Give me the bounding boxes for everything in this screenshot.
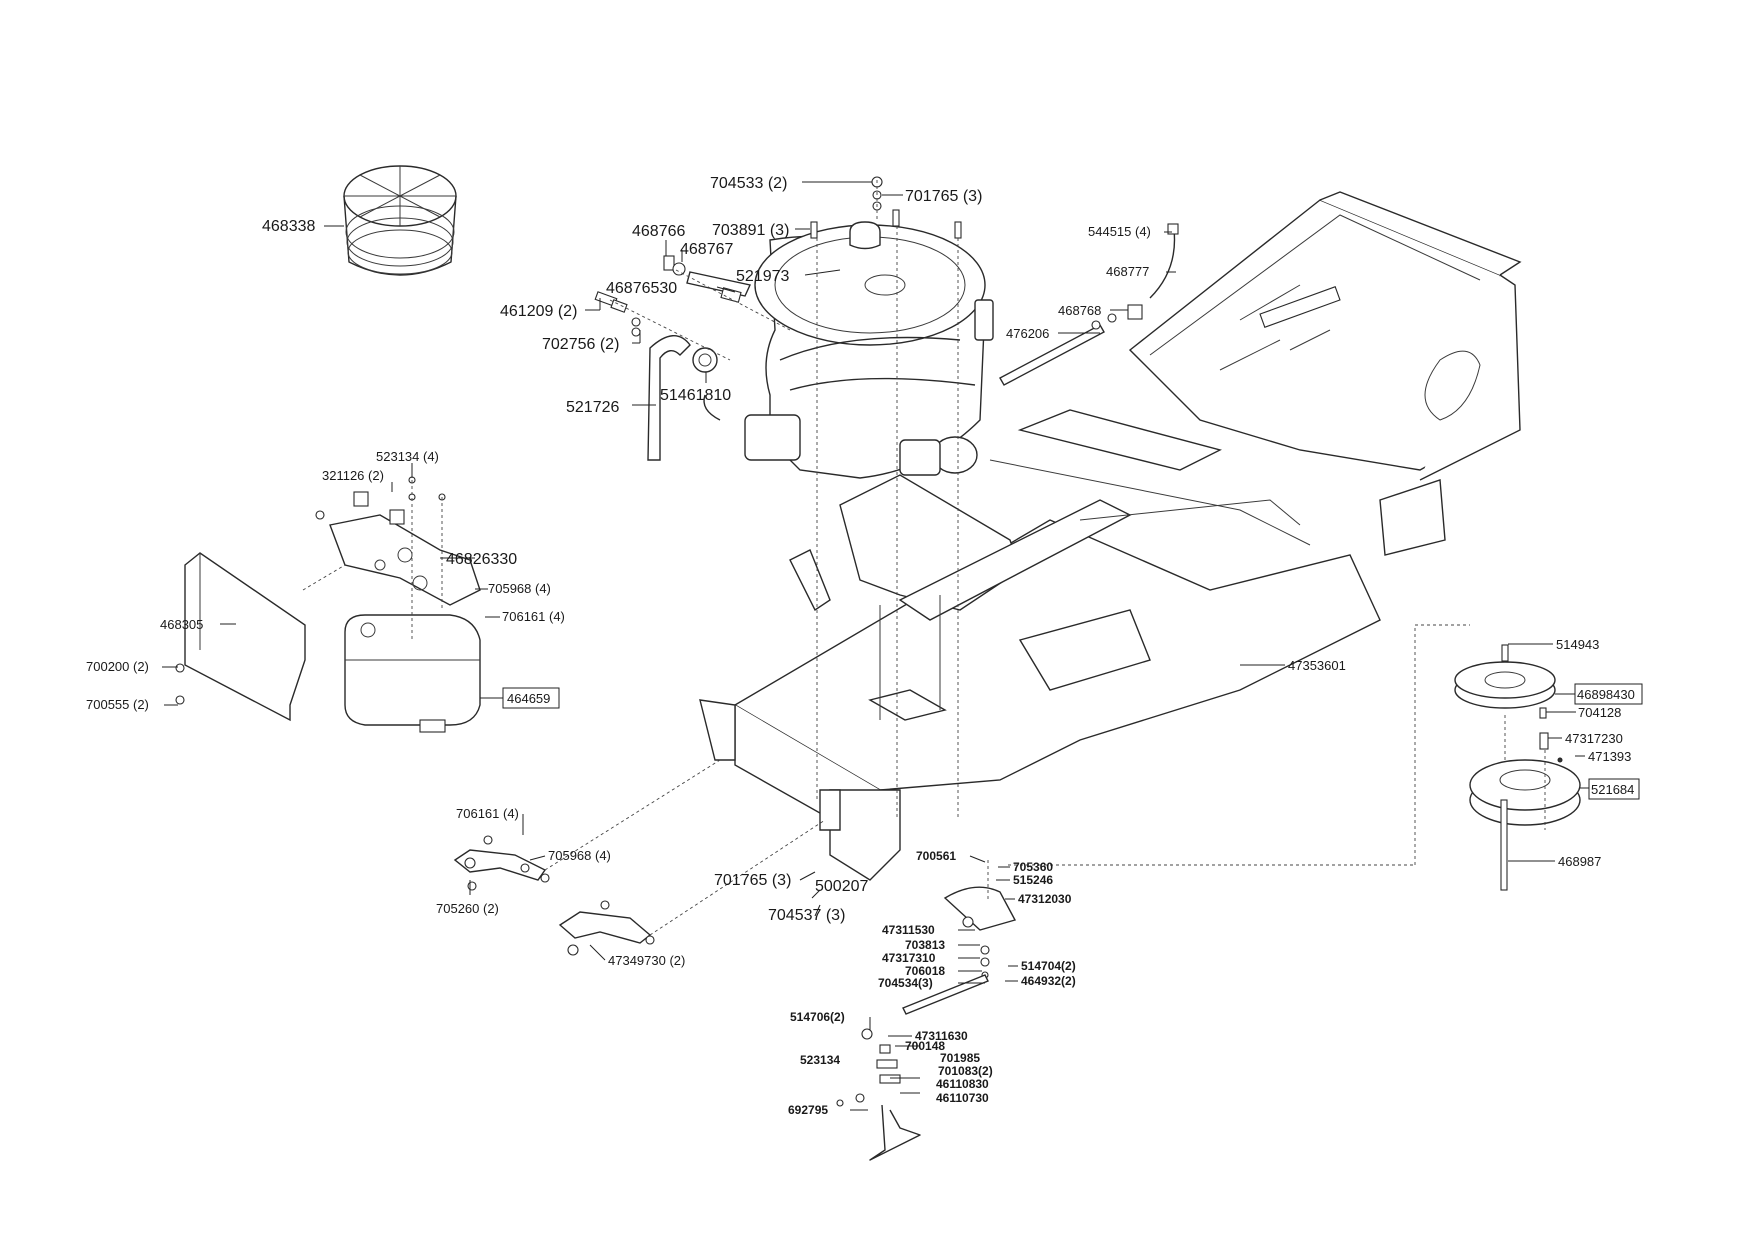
label-521726: 521726 bbox=[566, 399, 619, 416]
label-51461810: 51461810 bbox=[660, 387, 731, 404]
lift-arm-brackets bbox=[453, 835, 655, 956]
label-476206: 476206 bbox=[1006, 326, 1049, 341]
label-704533: 704533 (2) bbox=[710, 175, 787, 192]
label-46110830: 46110830 bbox=[936, 1077, 989, 1091]
label-705968-lower: 705968 (4) bbox=[548, 848, 611, 863]
pto-clutch-assembly bbox=[1454, 644, 1581, 891]
label-703891: 703891 (3) bbox=[712, 222, 789, 239]
label-706161-top: 706161 (4) bbox=[502, 609, 565, 624]
label-705260: 705260 (2) bbox=[436, 901, 499, 916]
label-47317230: 47317230 bbox=[1565, 731, 1623, 746]
label-464932: 464932(2) bbox=[1021, 974, 1076, 988]
label-703813: 703813 bbox=[905, 938, 945, 952]
label-700200: 700200 (2) bbox=[86, 659, 149, 674]
label-705968-top: 705968 (4) bbox=[488, 581, 551, 596]
label-461209: 461209 (2) bbox=[500, 303, 577, 320]
leader-lines bbox=[162, 181, 1589, 1111]
label-701765-top: 701765 (3) bbox=[905, 188, 982, 205]
label-523134-top: 523134 (4) bbox=[376, 449, 439, 464]
label-468338: 468338 bbox=[262, 218, 315, 235]
label-700555: 700555 (2) bbox=[86, 697, 149, 712]
label-46898430-box bbox=[1574, 683, 1643, 705]
clutch-linkage bbox=[836, 886, 1017, 1161]
throttle-linkage bbox=[999, 223, 1179, 386]
label-46876530: 46876530 bbox=[606, 280, 677, 297]
label-701083: 701083(2) bbox=[938, 1064, 993, 1078]
label-47312030: 47312030 bbox=[1018, 892, 1072, 906]
label-705360: 705360 bbox=[1013, 860, 1053, 874]
label-700561: 700561 bbox=[916, 849, 956, 863]
chassis-frame bbox=[699, 409, 1381, 881]
label-468766: 468766 bbox=[632, 223, 685, 240]
label-544515: 544515 (4) bbox=[1088, 224, 1151, 239]
label-521973: 521973 bbox=[736, 268, 789, 285]
label-464659: 464659 bbox=[507, 691, 550, 706]
label-47311530: 47311530 bbox=[882, 923, 935, 937]
rear-fender-pan bbox=[1128, 191, 1522, 556]
engine bbox=[703, 176, 994, 479]
label-700148: 700148 bbox=[905, 1039, 945, 1053]
label-701765-lower: 701765 (3) bbox=[714, 872, 791, 889]
label-706018: 706018 bbox=[905, 964, 945, 978]
label-692795: 692795 bbox=[788, 1103, 828, 1117]
battery-cover bbox=[175, 552, 306, 722]
label-523134-lower: 523134 bbox=[800, 1053, 840, 1067]
label-46110730: 46110730 bbox=[936, 1091, 989, 1105]
label-704537: 704537 (3) bbox=[768, 907, 845, 924]
label-47349730: 47349730 (2) bbox=[608, 953, 685, 968]
label-471393: 471393 bbox=[1588, 749, 1631, 764]
battery bbox=[344, 614, 481, 733]
part-labels: 468338 704533 (2) 701765 (3) 703891 (3) … bbox=[86, 175, 1643, 1117]
label-515246: 515246 bbox=[1013, 873, 1053, 887]
label-47353601: 47353601 bbox=[1288, 658, 1346, 673]
label-706161-lower: 706161 (4) bbox=[456, 806, 519, 821]
fuel-line-parts bbox=[594, 255, 751, 461]
label-521684-box bbox=[1588, 778, 1640, 800]
assembly-lines bbox=[302, 180, 1546, 936]
battery-bracket bbox=[315, 476, 481, 606]
label-701985: 701985 bbox=[940, 1051, 980, 1065]
label-704534: 704534(3) bbox=[878, 976, 933, 990]
label-468987: 468987 bbox=[1558, 854, 1601, 869]
label-514943: 514943 bbox=[1556, 637, 1599, 652]
label-468777: 468777 bbox=[1106, 264, 1149, 279]
label-47317310: 47317310 bbox=[882, 951, 936, 965]
label-514706: 514706(2) bbox=[790, 1010, 845, 1024]
label-47311630: 47311630 bbox=[915, 1029, 968, 1043]
label-46826330: 46826330 bbox=[446, 551, 517, 568]
label-468768: 468768 bbox=[1058, 303, 1101, 318]
label-468305: 468305 bbox=[160, 617, 203, 632]
label-521684: 521684 bbox=[1591, 782, 1634, 797]
label-468767: 468767 bbox=[680, 241, 733, 258]
label-500207: 500207 bbox=[815, 878, 868, 895]
air-filter-cover bbox=[343, 165, 457, 276]
label-702756: 702756 (2) bbox=[542, 336, 619, 353]
label-464659-box bbox=[502, 687, 560, 709]
label-321126: 321126 (2) bbox=[322, 468, 384, 483]
label-704128: 704128 bbox=[1578, 705, 1621, 720]
label-514704: 514704(2) bbox=[1021, 959, 1076, 973]
label-46898430: 46898430 bbox=[1577, 687, 1635, 702]
